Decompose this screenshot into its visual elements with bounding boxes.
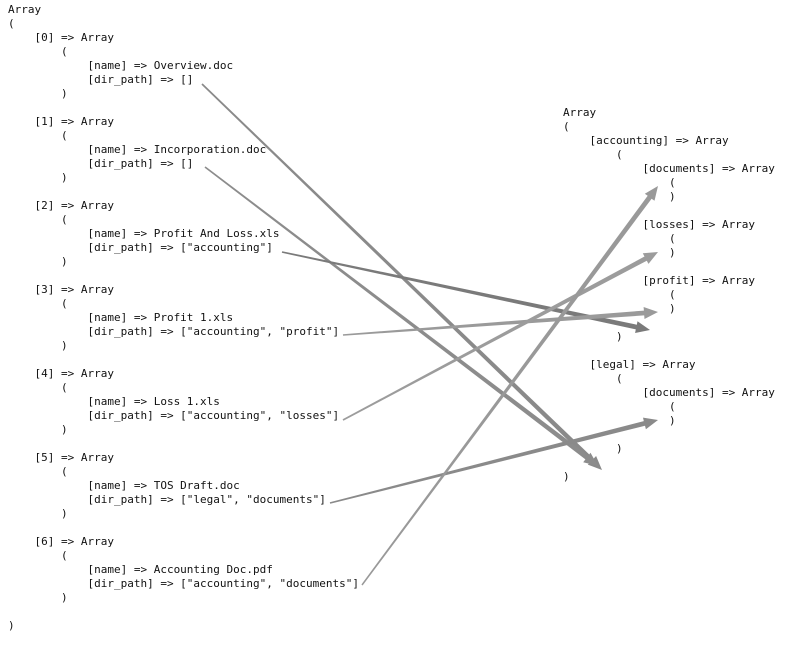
tree-array-line: Array [563, 106, 597, 119]
source-array-line: [name] => TOS Draft.doc [8, 479, 240, 492]
source-array-line: [dir_path] => ["accounting", "losses"] [8, 409, 340, 422]
source-array-line: ( [8, 549, 68, 562]
source-array-line: ) [8, 339, 68, 352]
source-array-line: ( [8, 45, 68, 58]
tree-array-line: ( [563, 120, 570, 133]
tree-array-line: ) [563, 442, 623, 455]
source-array-line: ) [8, 591, 68, 604]
source-array-line: ) [8, 255, 68, 268]
source-array-line: [2] => Array [8, 199, 114, 212]
tree-array-line: [legal] => Array [563, 358, 696, 371]
source-array-line: ) [8, 87, 68, 100]
source-array-line: [dir_path] => [] [8, 157, 194, 170]
source-array-line: [name] => Overview.doc [8, 59, 234, 72]
source-array-line: Array [8, 3, 42, 16]
tree-array-line: ) [563, 246, 676, 259]
tree-array-line: [losses] => Array [563, 218, 756, 231]
source-array-line: ) [8, 619, 15, 632]
source-array-line: [dir_path] => [] [8, 73, 194, 86]
tree-array-line: [documents] => Array [563, 386, 775, 399]
source-array-line: [dir_path] => ["accounting", "profit"] [8, 325, 340, 338]
source-array-line: ( [8, 17, 15, 30]
source-array-line: [1] => Array [8, 115, 114, 128]
tree-array-line: ( [563, 232, 676, 245]
tree-array-line: ) [563, 470, 570, 483]
source-array-line: ) [8, 423, 68, 436]
tree-array-line: ( [563, 288, 676, 301]
mapping-arrow-6 [361, 186, 658, 586]
mapping-arrow-5 [329, 417, 658, 504]
source-array-line: ) [8, 507, 68, 520]
tree-array-line: ) [563, 302, 676, 315]
tree-array-line: ( [563, 176, 676, 189]
source-array-line: [0] => Array [8, 31, 114, 44]
tree-array-line: ) [563, 330, 623, 343]
source-array-line: [6] => Array [8, 535, 114, 548]
source-array-line: ( [8, 129, 68, 142]
mapping-arrow-3 [342, 307, 658, 336]
source-array-line: [5] => Array [8, 451, 114, 464]
source-array-line: ( [8, 465, 68, 478]
tree-array-line: ) [563, 190, 676, 203]
source-array-line: [dir_path] => ["legal", "documents"] [8, 493, 326, 506]
source-array-line: ) [8, 171, 68, 184]
source-array-line: [name] => Incorporation.doc [8, 143, 267, 156]
tree-array-line: ( [563, 372, 623, 385]
source-array-line: [3] => Array [8, 283, 114, 296]
tree-array-line: [documents] => Array [563, 162, 775, 175]
source-array-line: [dir_path] => ["accounting", "documents"… [8, 577, 359, 590]
source-array-line: ( [8, 381, 68, 394]
tree-array-line: ( [563, 148, 623, 161]
source-array-line: [dir_path] => ["accounting"] [8, 241, 273, 254]
tree-array-line: ( [563, 400, 676, 413]
source-array-line: ( [8, 297, 68, 310]
source-array-line: [name] => Loss 1.xls [8, 395, 220, 408]
mapping-arrow-1 [204, 166, 598, 466]
tree-array-line: [accounting] => Array [563, 134, 729, 147]
source-array-line: [4] => Array [8, 367, 114, 380]
source-array-line: ( [8, 213, 68, 226]
tree-array-line: ) [563, 414, 676, 427]
tree-array-line: [profit] => Array [563, 274, 756, 287]
mapping-arrow-2 [281, 251, 650, 333]
source-array-line: [name] => Profit And Loss.xls [8, 227, 280, 240]
source-array-line: [name] => Accounting Doc.pdf [8, 563, 273, 576]
source-array-line: [name] => Profit 1.xls [8, 311, 234, 324]
